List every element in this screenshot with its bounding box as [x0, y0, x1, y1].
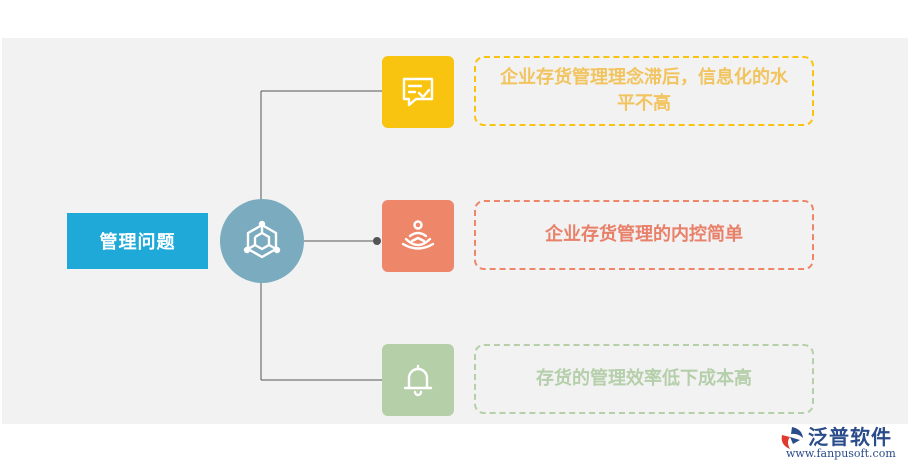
branch-3-text-box: 存货的管理效率低下成本高: [474, 344, 814, 414]
network-cube-icon: [243, 220, 281, 259]
branch-1-icon-box: [382, 56, 454, 128]
branch-2-text-box: 企业存货管理的内控简单: [474, 200, 814, 270]
branch-3-icon-box: [382, 344, 454, 416]
watermark-url: www.fanpusoft.com: [786, 447, 896, 460]
branch-2-text: 企业存货管理的内控简单: [545, 224, 743, 245]
branch-1-text: 企业存货管理理念滞后，信息化的水平不高: [500, 67, 788, 114]
fanpu-logo-icon: [781, 427, 803, 449]
branch-2-icon-box: [382, 200, 454, 272]
watermark-name: 泛普软件: [808, 425, 892, 449]
watermark-logo: 泛普软件 www.fanpusoft.com: [778, 421, 908, 465]
bell-icon: [403, 364, 433, 397]
root-label: 管理问题: [67, 213, 208, 269]
hub-node: [220, 199, 304, 283]
root-label-text: 管理问题: [99, 232, 176, 253]
message-check-icon: [402, 77, 434, 107]
branch-1-text-box: 企业存货管理理念滞后，信息化的水平不高: [474, 56, 814, 126]
meditation-person-icon: [401, 220, 435, 250]
branch-3-text: 存货的管理效率低下成本高: [536, 368, 752, 389]
